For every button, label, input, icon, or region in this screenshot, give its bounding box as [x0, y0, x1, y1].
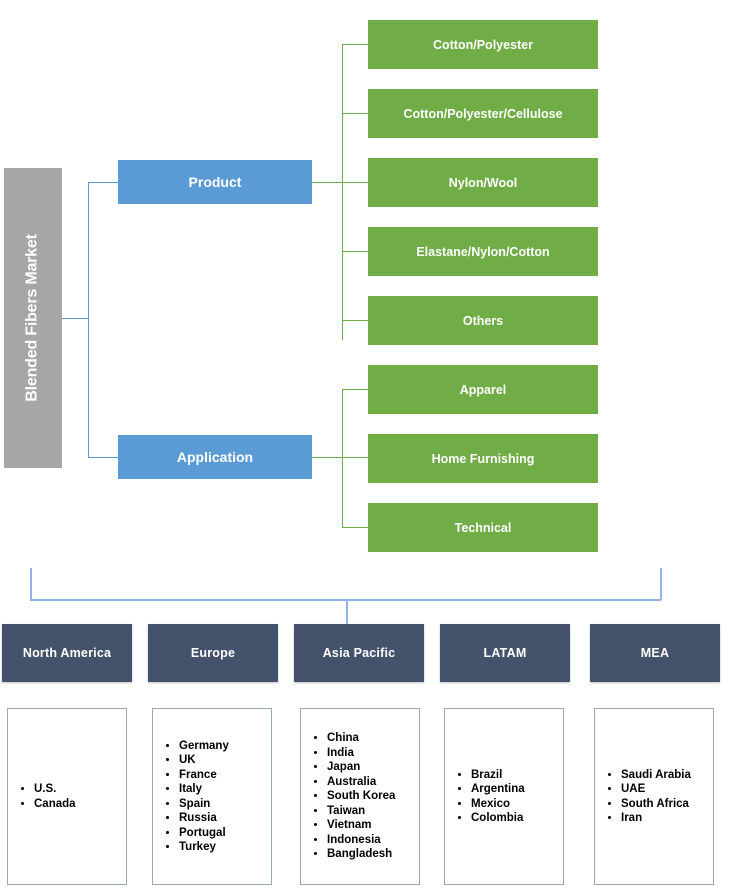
country-list-item: China: [327, 731, 395, 746]
region-header-label: LATAM: [483, 646, 527, 660]
country-list: GermanyUKFranceItalySpainRussiaPortugalT…: [153, 739, 229, 855]
region-country-list-asia-pacific: ChinaIndiaJapanAustraliaSouth KoreaTaiwa…: [300, 708, 420, 885]
country-list-item: Colombia: [471, 811, 525, 826]
country-list-item: Japan: [327, 760, 395, 775]
country-list-item: Italy: [179, 782, 229, 797]
segment-node-cotton-polyester-cellulose[interactable]: Cotton/Polyester/Cellulose: [368, 89, 598, 138]
connector-root-to-product: [88, 182, 118, 183]
country-list-item: UAE: [621, 782, 691, 797]
connector-product-stub: [312, 182, 342, 183]
root-node-label: Blended Fibers Market: [24, 234, 41, 402]
segment-node-elastane-nylon-cotton[interactable]: Elastane/Nylon/Cotton: [368, 227, 598, 276]
country-list-item: Bangladesh: [327, 847, 395, 862]
segment-node-label: Others: [462, 313, 504, 328]
root-node-blended-fibers-market: Blended Fibers Market: [4, 168, 62, 468]
country-list-item: Taiwan: [327, 804, 395, 819]
region-header-north-america[interactable]: North America: [2, 624, 132, 682]
connector-region-bracket: [30, 599, 661, 601]
country-list-item: Spain: [179, 797, 229, 812]
region-header-mea[interactable]: MEA: [590, 624, 720, 682]
connector-root-to-application: [88, 457, 118, 458]
category-node-application[interactable]: Application: [118, 435, 312, 479]
region-country-list-latam: BrazilArgentinaMexicoColombia: [444, 708, 564, 885]
country-list-item: U.S.: [34, 782, 76, 797]
country-list-item: Turkey: [179, 840, 229, 855]
country-list-item: Indonesia: [327, 833, 395, 848]
country-list: U.S.Canada: [8, 782, 76, 811]
region-header-label: North America: [22, 646, 112, 660]
segment-node-label: Technical: [454, 520, 512, 535]
connector-region-center-drop: [346, 599, 348, 625]
segment-node-nylon-wool[interactable]: Nylon/Wool: [368, 158, 598, 207]
connector-root-trunk: [88, 182, 89, 458]
category-node-product[interactable]: Product: [118, 160, 312, 204]
category-node-label: Product: [188, 174, 242, 190]
segment-node-cotton-polyester[interactable]: Cotton/Polyester: [368, 20, 598, 69]
country-list-item: Portugal: [179, 826, 229, 841]
connector-product-branch-2: [342, 113, 368, 114]
connector-application-branch-2: [342, 457, 368, 458]
region-country-list-europe: GermanyUKFranceItalySpainRussiaPortugalT…: [152, 708, 272, 885]
country-list-item: Iran: [621, 811, 691, 826]
country-list: BrazilArgentinaMexicoColombia: [445, 768, 525, 826]
country-list-item: Mexico: [471, 797, 525, 812]
region-country-list-mea: Saudi ArabiaUAESouth AfricaIran: [594, 708, 714, 885]
country-list-item: Argentina: [471, 782, 525, 797]
connector-application-branch-3: [342, 527, 368, 528]
connector-application-stub: [312, 457, 342, 458]
country-list-item: Brazil: [471, 768, 525, 783]
connector-product-branch-5: [342, 320, 368, 321]
country-list: Saudi ArabiaUAESouth AfricaIran: [595, 768, 691, 826]
connector-region-left-riser: [30, 568, 32, 600]
connector-product-branch-4: [342, 251, 368, 252]
region-header-europe[interactable]: Europe: [148, 624, 278, 682]
region-header-asia-pacific[interactable]: Asia Pacific: [294, 624, 424, 682]
region-header-label: MEA: [640, 646, 670, 660]
connector-application-trunk: [342, 389, 343, 527]
country-list-item: France: [179, 768, 229, 783]
connector-product-branch-3: [342, 182, 368, 183]
country-list-item: South Korea: [327, 789, 395, 804]
region-header-label: Asia Pacific: [322, 646, 396, 660]
segment-node-label: Cotton/Polyester/Cellulose: [403, 106, 563, 121]
segment-node-label: Elastane/Nylon/Cotton: [416, 244, 550, 259]
country-list-item: South Africa: [621, 797, 691, 812]
connector-application-branch-1: [342, 389, 368, 390]
segment-node-label: Apparel: [459, 382, 507, 397]
region-header-label: Europe: [190, 646, 236, 660]
segment-node-technical[interactable]: Technical: [368, 503, 598, 552]
connector-product-trunk: [342, 44, 343, 340]
segment-node-apparel[interactable]: Apparel: [368, 365, 598, 414]
country-list-item: Canada: [34, 797, 76, 812]
country-list-item: India: [327, 746, 395, 761]
country-list-item: UK: [179, 753, 229, 768]
region-country-list-north-america: U.S.Canada: [7, 708, 127, 885]
segment-node-home-furnishing[interactable]: Home Furnishing: [368, 434, 598, 483]
country-list-item: Germany: [179, 739, 229, 754]
segment-node-others[interactable]: Others: [368, 296, 598, 345]
category-node-label: Application: [176, 449, 254, 465]
country-list-item: Saudi Arabia: [621, 768, 691, 783]
segment-node-label: Cotton/Polyester: [432, 37, 533, 52]
country-list-item: Australia: [327, 775, 395, 790]
segment-node-label: Home Furnishing: [431, 451, 535, 466]
connector-product-branch-1: [342, 44, 368, 45]
connector-root-stub: [62, 318, 88, 319]
country-list-item: Vietnam: [327, 818, 395, 833]
country-list: ChinaIndiaJapanAustraliaSouth KoreaTaiwa…: [301, 731, 395, 862]
country-list-item: Russia: [179, 811, 229, 826]
region-header-latam[interactable]: LATAM: [440, 624, 570, 682]
segment-node-label: Nylon/Wool: [448, 175, 518, 190]
connector-region-right-riser: [660, 568, 662, 600]
